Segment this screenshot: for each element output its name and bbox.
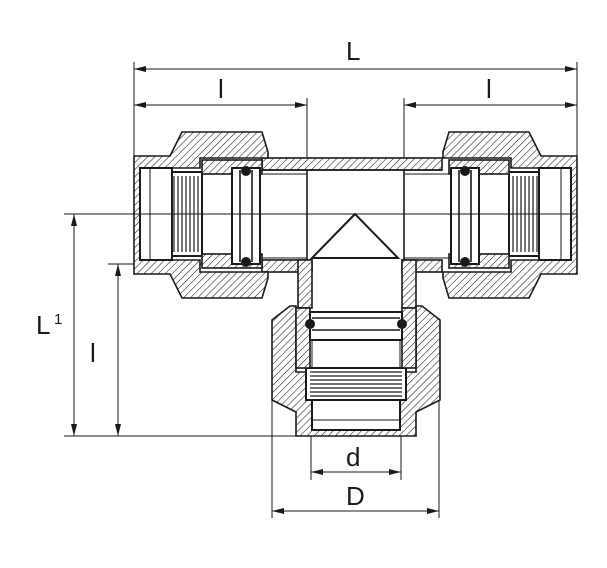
label-socket-length-right: l (486, 74, 492, 104)
tee-body (261, 157, 443, 309)
label-overall-length: L (346, 36, 360, 66)
right-oring-top (460, 166, 470, 176)
branch-compression-coupling (271, 305, 441, 437)
right-oring-bottom (460, 257, 470, 267)
left-oring-top (241, 166, 251, 176)
left-compression-coupling (133, 131, 307, 299)
right-compression-coupling (404, 131, 578, 299)
label-branch-socket-length: l (90, 338, 96, 368)
label-pipe-diameter: d (346, 442, 360, 472)
left-oring-bottom (241, 257, 251, 267)
branch-thread-lines (310, 371, 402, 397)
branch-oring-left (305, 319, 315, 329)
branch-oring-right (397, 319, 407, 329)
label-branch-height-main: L (36, 310, 50, 340)
label-branch-height-subscript: 1 (54, 311, 62, 328)
label-outer-diameter: D (346, 481, 365, 511)
label-branch-height: L 1 (36, 310, 62, 340)
label-socket-length-left: l (218, 74, 224, 104)
